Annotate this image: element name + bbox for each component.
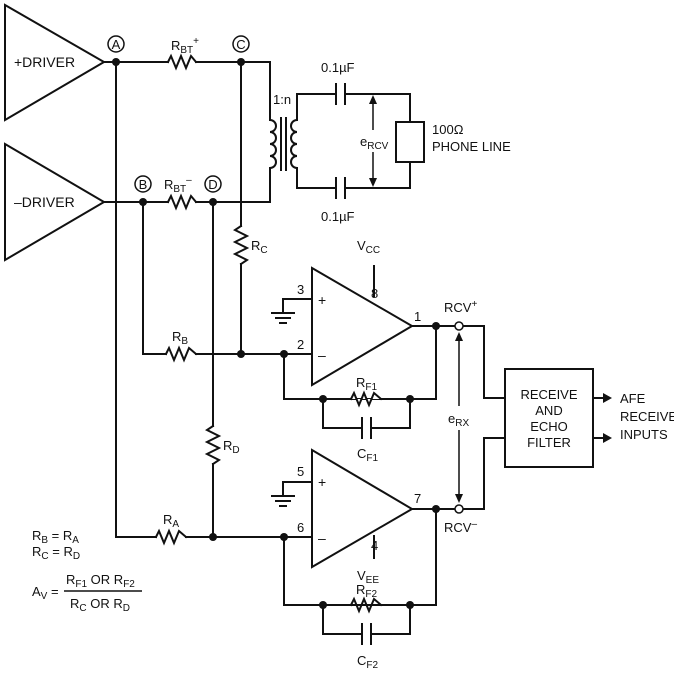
rcv-minus-terminal: RCV– [444, 504, 477, 535]
minus-driver-label: –DRIVER [14, 194, 75, 210]
amp2-pin-supply: 4 [371, 538, 378, 553]
cf2-label: CF2 [357, 653, 378, 671]
transformer-ratio: 1:n [273, 92, 291, 107]
rf1-label: RF1 [356, 375, 377, 393]
node-c: C [232, 35, 250, 53]
rcv-minus-label: RCV– [444, 519, 477, 535]
node-b: B [134, 175, 152, 193]
resistor-rc: RC [232, 224, 268, 266]
ercv-indicator: eRCV [360, 95, 389, 187]
minus-driver: –DRIVER [4, 142, 106, 262]
node-d-label: D [208, 177, 217, 192]
node-c-label: C [236, 37, 245, 52]
design-equations: RB = RA RC = RD AV = RF1 OR RF2 RC OR RD [32, 528, 142, 614]
equation-rb-ra: RB = RA [32, 528, 79, 546]
ercv-label: eRCV [360, 134, 389, 152]
node-a-label: A [112, 37, 121, 52]
equation-rc-rd: RC = RD [32, 544, 80, 562]
feedback-network-1: RF1 CF1 [322, 375, 411, 464]
filter-line-3: ECHO [530, 419, 568, 434]
ground-symbol-2 [271, 495, 295, 507]
rbt-minus-label: RBT– [164, 175, 192, 195]
junction-dots [112, 58, 440, 609]
afe-arrows [603, 393, 612, 443]
resistor-ra: RA [154, 512, 188, 546]
rcv-plus-label: RCV+ [444, 299, 477, 315]
rc-label: RC [251, 238, 268, 256]
amp1-pin-plus: 3 [297, 282, 304, 297]
line-name: PHONE LINE [432, 139, 511, 154]
amp1-minus-sign: – [318, 347, 326, 363]
cap-bottom-label: 0.1µF [321, 209, 355, 224]
afe-line-3: INPUTS [620, 427, 668, 442]
filter-line-2: AND [535, 403, 562, 418]
gain-denominator: RC OR RD [70, 596, 130, 614]
amp2-minus-sign: – [318, 530, 326, 546]
cf1-label: CF1 [357, 446, 378, 464]
gain-numerator: RF1 OR RF2 [66, 572, 135, 590]
afe-line-2: RECEIVE [620, 409, 674, 424]
ra-label: RA [163, 512, 179, 530]
capacitor-top: 0.1µF [321, 60, 355, 105]
op-amp-2: + – 5 6 7 4 VEE [297, 448, 421, 586]
erx-indicator: eRX [448, 332, 469, 503]
resistor-rbt-minus: RBT– [164, 175, 198, 211]
rf2-label: RF2 [356, 582, 377, 600]
resistor-rbt-plus: RBT+ [166, 36, 199, 71]
afe-label: AFE RECEIVE INPUTS [620, 391, 674, 442]
receive-echo-filter: RECEIVE AND ECHO FILTER [504, 368, 594, 468]
filter-line-1: RECEIVE [520, 387, 577, 402]
node-d: D [204, 175, 222, 193]
rcv-plus-terminal: RCV+ [444, 299, 477, 331]
plus-driver-label: +DRIVER [14, 54, 75, 70]
rb-label: RB [172, 329, 188, 347]
resistor-rd: RD [204, 424, 240, 466]
ground-symbol-1 [271, 312, 295, 324]
erx-label: eRX [448, 411, 469, 429]
transformer: 1:n [268, 92, 299, 171]
cap-top-label: 0.1µF [321, 60, 355, 75]
filter-line-4: FILTER [527, 435, 571, 450]
capacitor-bottom: 0.1µF [321, 177, 355, 224]
amp2-pin-plus: 5 [297, 464, 304, 479]
resistor-rb: RB [164, 329, 198, 363]
gain-label: AV = [32, 584, 59, 602]
feedback-network-2: RF2 CF2 [322, 582, 411, 671]
amp2-pin-minus: 6 [297, 520, 304, 535]
line-value: 100Ω [432, 122, 464, 137]
amp1-plus-sign: + [318, 292, 326, 308]
node-a: A [107, 35, 125, 53]
amp2-pin-out: 7 [414, 491, 421, 506]
afe-line-1: AFE [620, 391, 646, 406]
amp1-pin-minus: 2 [297, 337, 304, 352]
amp2-plus-sign: + [318, 474, 326, 490]
rbt-plus-label: RBT+ [171, 36, 199, 56]
amp1-pin-supply: 8 [371, 286, 378, 301]
node-b-label: B [139, 177, 148, 192]
rd-label: RD [223, 438, 240, 456]
plus-driver: +DRIVER [4, 3, 106, 122]
amp1-pin-out: 1 [414, 309, 421, 324]
vee-label: VEE [357, 568, 379, 586]
op-amp-1: + – 3 2 1 8 VCC [297, 238, 421, 387]
phone-line-load: 100Ω PHONE LINE [395, 121, 511, 163]
vcc-label: VCC [357, 238, 380, 256]
